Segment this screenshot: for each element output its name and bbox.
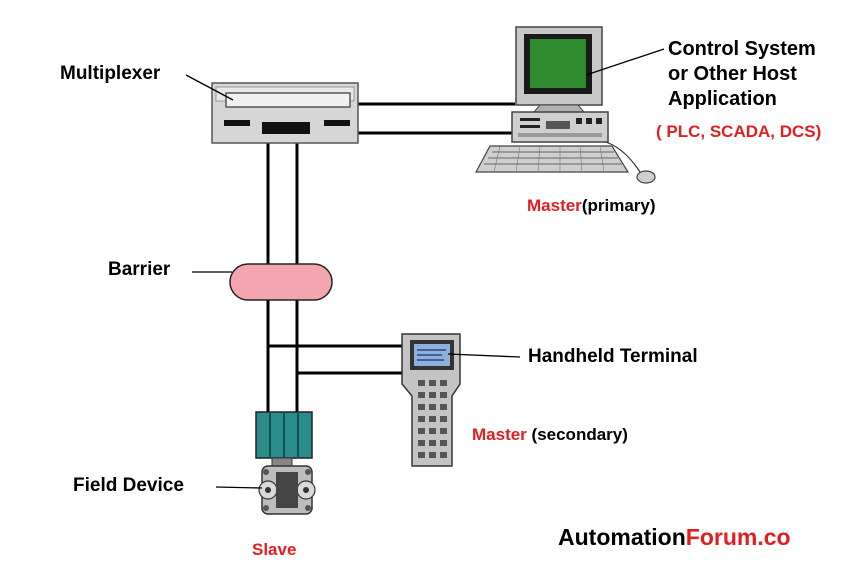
master-primary-role: Master	[527, 196, 582, 215]
system-unit-icon	[511, 111, 609, 143]
field-device-icon	[255, 411, 316, 515]
keyboard-icon	[474, 145, 630, 173]
control-system-label-line3: Application	[668, 88, 777, 110]
brand-part-automation: Automation	[558, 524, 686, 550]
master-secondary-qualifier: (secondary)	[527, 425, 628, 444]
brand-watermark: AutomationForum.co	[558, 524, 791, 550]
mouse-icon	[605, 141, 656, 184]
wiring	[266, 102, 515, 412]
brand-part-forum: Forum.co	[686, 524, 791, 550]
master-primary-label: Master(primary)	[527, 196, 656, 215]
barrier-icon	[229, 263, 333, 301]
leader-handheld	[447, 353, 521, 358]
leader-field-device	[215, 486, 263, 489]
field-device-label: Field Device	[73, 475, 184, 496]
control-system-label-line2: or Other Host	[668, 63, 797, 85]
master-primary-qualifier: (primary)	[582, 196, 656, 215]
control-system-label-line1: Control System	[668, 38, 816, 60]
leader-multiplexer	[185, 74, 234, 101]
host-types-label: ( PLC, SCADA, DCS)	[656, 122, 821, 141]
leader-control-system	[585, 48, 665, 76]
leader-lines	[185, 48, 665, 489]
handheld-terminal-label: Handheld Terminal	[528, 346, 698, 367]
handheld-terminal-icon	[401, 333, 461, 467]
master-secondary-label: Master (secondary)	[472, 425, 628, 444]
master-secondary-role: Master	[472, 425, 527, 444]
slave-label: Slave	[252, 540, 296, 559]
monitor-icon	[515, 26, 603, 113]
multiplexer-label: Multiplexer	[60, 63, 161, 84]
barrier-label: Barrier	[108, 259, 171, 280]
host-computer	[474, 26, 656, 184]
multiplexer-device	[211, 82, 359, 144]
